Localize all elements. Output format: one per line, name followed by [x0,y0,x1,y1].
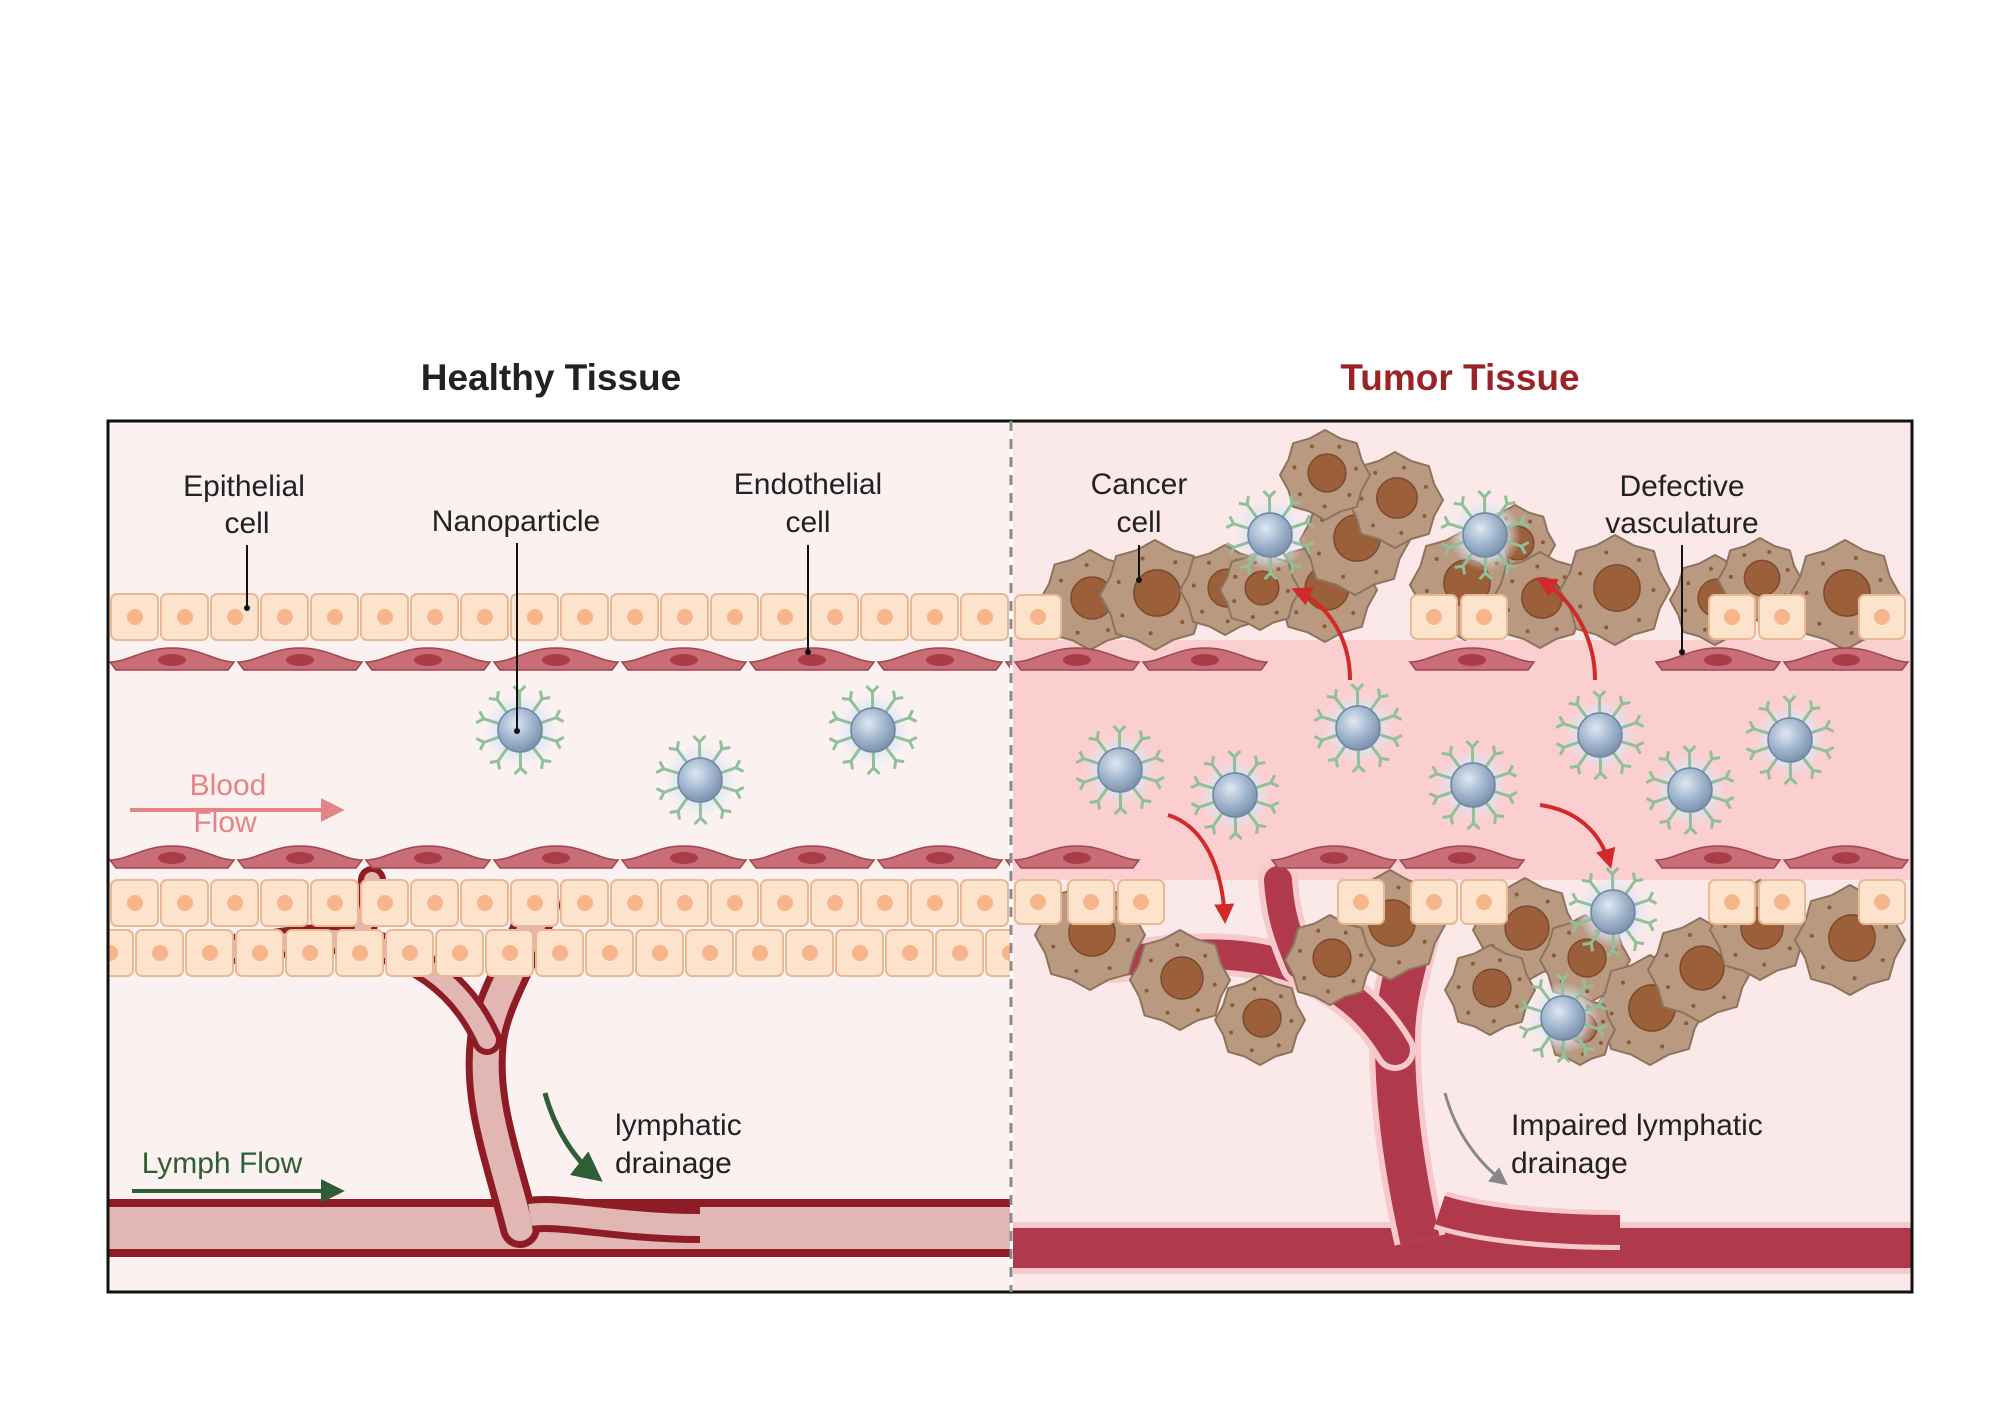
epithelial-cell-icon [661,880,708,926]
epithelial-cell-icon [211,594,258,640]
cancer-cell-icon [1280,430,1370,520]
epithelial-cell-icon [261,594,308,640]
epithelial-cell-icon [711,880,758,926]
epithelial-cell-icon [361,594,408,640]
cancer-cell-icon [1285,915,1375,1005]
epithelial-cell-icon [786,930,833,976]
blood-flow-label: Blood [190,769,267,802]
epithelial-cell-icon [611,594,658,640]
epithelial-cell-icon [211,880,258,926]
epithelial-cell-icon [1338,880,1384,924]
epithelial-cell-icon [1709,880,1755,924]
epithelial-cell-icon [1461,880,1507,924]
epithelial-cell-icon [761,880,808,926]
healthy-tissue-title: Healthy Tissue [421,357,681,398]
epithelial-cell-icon [561,594,608,640]
nanoparticle-label: Nanoparticle [432,505,600,538]
endothelial-cell-label-line2: cell [785,506,830,539]
epithelial-cell-icon [311,880,358,926]
epithelial-cell-icon [111,594,158,640]
epithelial-cell-icon [536,930,583,976]
epithelial-cell-icon [961,594,1008,640]
epithelial-cell-icon [911,880,958,926]
epithelial-cell-label-line2: cell [224,507,269,540]
epithelial-cell-icon [711,594,758,640]
epithelial-cell-icon [1759,880,1805,924]
epithelial-cell-icon [311,594,358,640]
nanoparticle-leader-dot [514,728,520,734]
epithelial-cell-icon [161,880,208,926]
cancer-cell-icon [1560,535,1670,645]
epithelial-cell-icon [836,930,883,976]
epithelial-cell-icon [736,930,783,976]
cancer-cell-label: Cancer [1091,468,1188,501]
cancer-cell-icon [1215,975,1305,1065]
epithelial-cell-icon [386,930,433,976]
epithelial-cell-icon [936,930,983,976]
endothelial-cell-label: Endothelial [734,468,882,501]
epithelial-cell-icon [336,930,383,976]
epithelial-cell-icon [261,880,308,926]
epithelial-cell-icon [1411,595,1457,639]
impaired-drainage-label-line2: drainage [1511,1147,1628,1180]
epithelial-cell-icon [611,880,658,926]
defective-vasculature-leader-dot [1679,649,1685,655]
lymphatic-drainage-label: lymphatic [615,1109,742,1142]
epithelial-cell-icon [686,930,733,976]
cancer-cell-icon [1130,930,1230,1030]
epithelial-cell-icon [861,594,908,640]
epithelial-cell-icon [411,880,458,926]
epithelial-cell-icon [1015,880,1061,924]
epithelial-cell-icon [811,880,858,926]
epithelial-leader-dot [244,605,250,611]
epithelial-cell-icon [1068,880,1114,924]
epithelial-cell-icon [1759,595,1805,639]
endothelial-leader-dot [805,649,811,655]
epithelial-cell-icon [136,930,183,976]
epithelial-cell-icon [361,880,408,926]
epithelial-cell-icon [861,880,908,926]
epithelial-cell-icon [586,930,633,976]
tumor-tissue-title: Tumor Tissue [1340,357,1579,398]
epithelial-cell-icon [461,594,508,640]
epithelial-cell-icon [511,880,558,926]
defective-vasculature-label-line2: vasculature [1605,507,1758,540]
defective-vasculature-label: Defective [1619,470,1744,503]
epithelial-cell-icon [461,880,508,926]
epithelial-cell-icon [486,930,533,976]
epithelial-cell-icon [911,594,958,640]
epithelial-cell-icon [436,930,483,976]
cancer-cell-label-line2: cell [1116,506,1161,539]
epithelial-cell-icon [961,880,1008,926]
epithelial-cell-icon [511,594,558,640]
epithelial-cell-icon [1859,880,1905,924]
epithelial-cell-icon [561,880,608,926]
epithelial-cell-icon [161,594,208,640]
epithelial-cell-icon [1118,880,1164,924]
epithelial-cell-icon [1015,595,1061,639]
epithelial-cell-icon [1461,595,1507,639]
epithelial-cell-icon [636,930,683,976]
epithelial-cell-icon [1709,595,1755,639]
epithelial-cell-icon [186,930,233,976]
cancer-cell-icon [1445,945,1535,1035]
epithelial-cell-icon [286,930,333,976]
impaired-drainage-label: Impaired lymphatic [1511,1109,1763,1142]
epithelial-cell-icon [811,594,858,640]
epithelial-cell-icon [411,594,458,640]
epithelial-cell-label: Epithelial [183,470,305,503]
lymph-flow-label: Lymph Flow [142,1147,303,1180]
lymphatic-drainage-label-line2: drainage [615,1147,732,1180]
epithelial-cell-icon [236,930,283,976]
epithelial-cell-icon [886,930,933,976]
epithelial-cell-icon [1859,595,1905,639]
cancer-leader-dot [1136,577,1142,583]
epithelial-cell-icon [661,594,708,640]
epithelial-cell-icon [761,594,808,640]
epithelial-cell-icon [1411,880,1457,924]
epithelial-cell-icon [111,880,158,926]
